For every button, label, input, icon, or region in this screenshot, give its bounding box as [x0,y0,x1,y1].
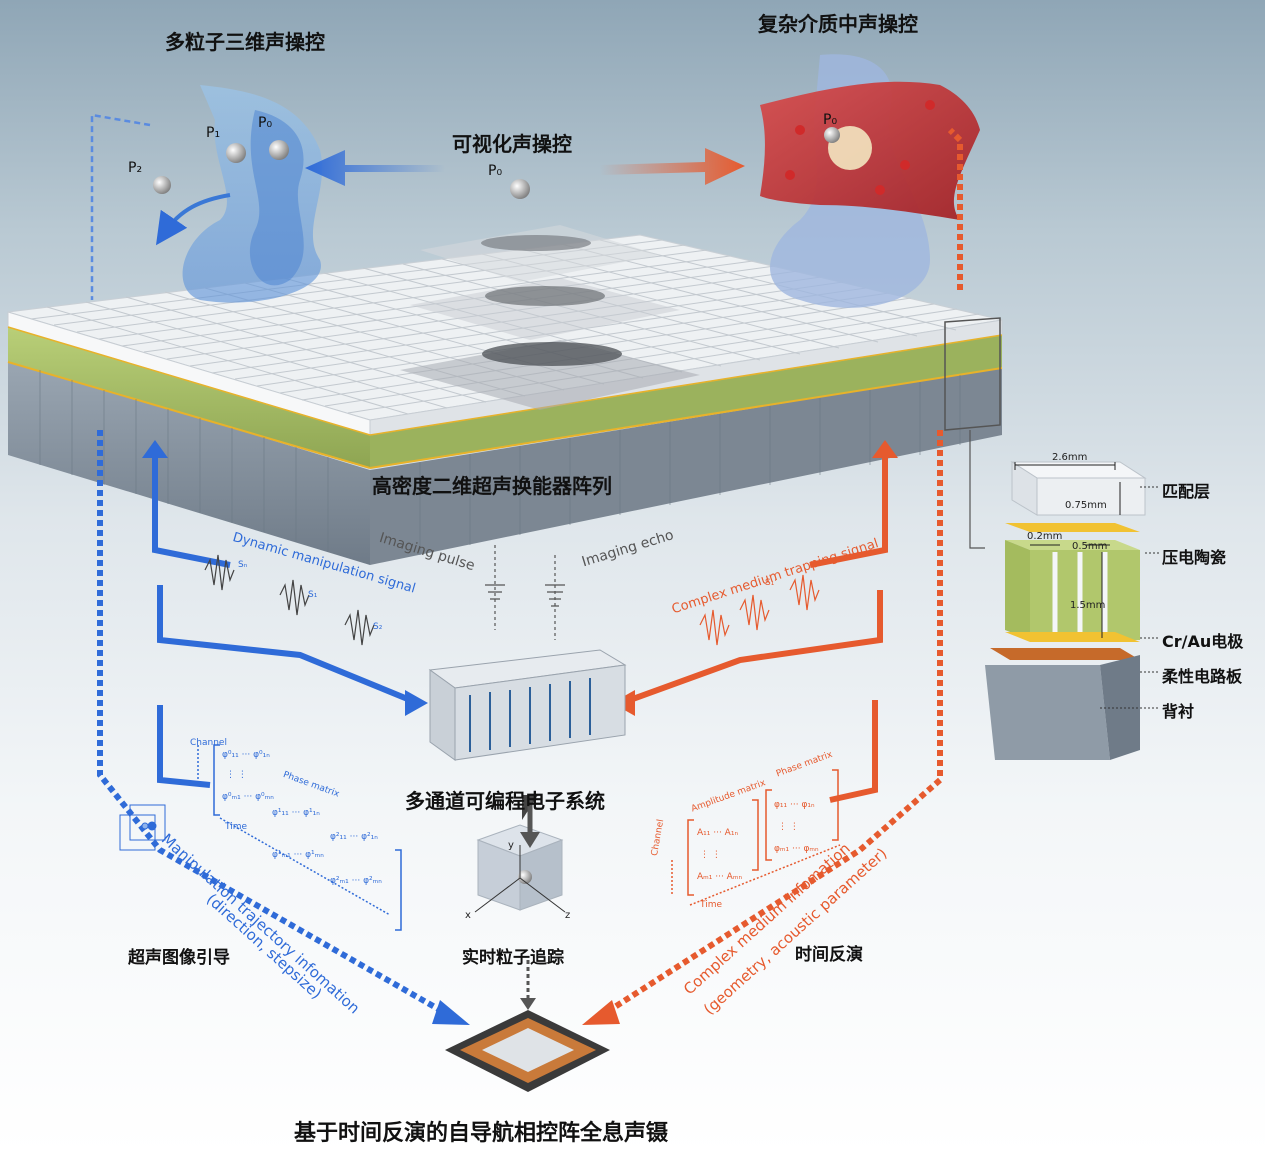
title-multi-particle: 多粒子三维声操控 [165,30,325,54]
amp-entry-1: A₁₁ ··· A₁ₙ [697,828,739,838]
tracking-cube [474,795,566,913]
axis-y: y [508,840,514,851]
title-complex-medium: 复杂介质中声操控 [758,12,918,36]
small-cube-icon [119,804,166,851]
label-s2: S₂ [373,622,383,632]
label-matching-layer: 匹配层 [1162,482,1211,501]
dynamic-signal-waveform [204,554,375,646]
phase-entry-1: φ⁰₁₁ ··· φ⁰₁ₙ [222,750,270,760]
amp-entry-3: Aₘ₁ ··· Aₘₙ [697,872,743,882]
particle-center [510,179,530,199]
label-p0-right: P₀ [823,112,838,128]
label-ultrasound-guidance: 超声图像引导 [128,948,230,968]
left-phase-matrix [197,744,402,931]
blue-acoustic-vortex [153,85,323,303]
dim-piezo-height: 1.5mm [1070,600,1106,611]
arrow-to-multi-particle [305,150,445,186]
label-s1: S₁ [308,590,318,600]
dim-width: 2.6mm [1052,452,1088,463]
label-electrode: Cr/Au电极 [1162,632,1244,651]
title-visual-manipulation: 可视化声操控 [452,132,572,156]
label-sn: Sₙ [238,560,248,570]
particle-p1 [226,143,246,163]
particle-p2 [153,176,171,194]
amp-entry-2: ⋮ ⋮ [700,850,721,860]
phase-r-entry-1: φ₁₁ ··· φ₁ₙ [774,800,815,810]
main-title: 基于时间反演的自导航相控阵全息声镊 [294,1121,669,1146]
label-time-right: Time [700,900,723,910]
phase-entry-6: φ²₁₁ ··· φ²₁ₙ [330,832,378,842]
particle-p0-right [824,127,840,143]
phase-r-entry-2: ⋮ ⋮ [778,822,799,832]
label-backing: 背衬 [1162,702,1195,721]
label-time-reversal: 时间反演 [795,945,863,965]
hologram-chip [445,1010,610,1092]
phase-entry-5: φ¹ₘ₁ ··· φ¹ₘₙ [272,850,324,860]
axis-z: z [565,910,571,921]
element-exploded-view [985,461,1160,760]
dim-matching: 0.75mm [1065,500,1107,511]
phase-entry-7: φ²ₘ₁ ··· φ²ₘₙ [330,876,382,886]
axis-x: x [465,910,471,921]
title-tracking: 实时粒子追踪 [462,948,564,968]
dim-pitch: 0.5mm [1072,541,1108,552]
label-channel-left: Channel [190,738,227,748]
label-p2: P₂ [128,160,143,176]
title-electronics: 多通道可编程电子系统 [405,789,605,813]
acoustic-focus-planes [400,179,700,410]
phase-entry-2: ⋮ ⋮ [226,770,247,780]
label-s-prime: S₁' [765,578,777,588]
right-matrices [671,769,841,906]
phase-entry-4: φ¹₁₁ ··· φ¹₁ₙ [272,808,320,818]
label-p0-center: P₀ [488,163,503,179]
particle-p0-left [269,140,289,160]
phase-r-entry-3: φₘ₁ ··· φₘₙ [774,844,819,854]
trapping-signal-waveform [699,574,820,646]
label-p1: P₁ [206,125,221,141]
arrow-to-complex-medium [600,148,745,185]
blood-vessel-medium [760,54,980,308]
electronics-box [428,649,627,761]
label-time-left: Time [225,822,248,832]
phase-entry-3: φ⁰ₘ₁ ··· φ⁰ₘₙ [222,792,274,802]
label-fpc: 柔性电路板 [1162,667,1243,686]
title-transducer-array: 高密度二维超声换能器阵列 [372,474,612,498]
label-p0-left: P₀ [258,115,273,131]
transducer-array [7,234,1003,565]
dim-kerf: 0.2mm [1027,531,1063,542]
label-piezo: 压电陶瓷 [1162,548,1227,567]
